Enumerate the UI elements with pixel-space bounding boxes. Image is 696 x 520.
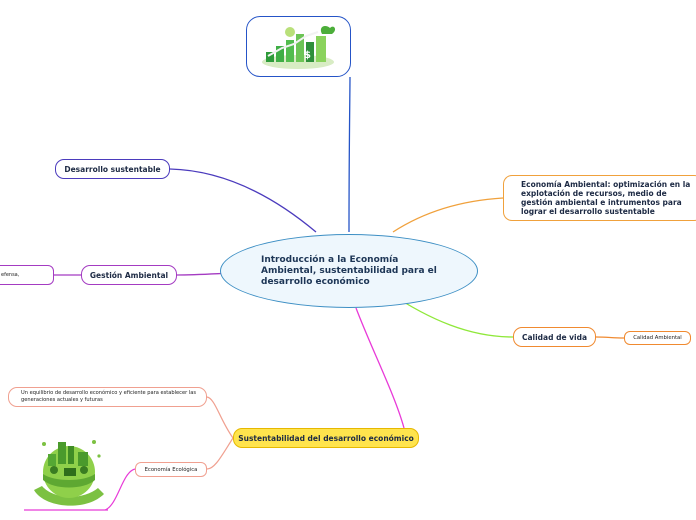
link-ecologica [206,437,234,470]
image-node[interactable]: $ [246,16,351,77]
link-eco-image [104,468,136,511]
node-economia-ecologica[interactable]: Economía Ecológica [135,462,207,477]
node-label: Calidad Ambiental [633,335,682,341]
svg-text:$: $ [304,50,311,61]
node-economia-ambiental[interactable]: Economía Ambiental: optimización en la e… [503,175,696,221]
eco-globe-image[interactable] [24,432,114,512]
node-label: Un equilibrio de desarrollo económico y … [21,390,197,403]
node-equilibrio[interactable]: Un equilibrio de desarrollo económico y … [8,387,207,407]
node-label: Calidad de vida [521,332,588,342]
node-calidad-ambiental[interactable]: Calidad Ambiental [624,331,691,345]
node-gestion-ambiental[interactable]: Gestión Ambiental [81,265,177,285]
node-calidad-de-vida[interactable]: Calidad de vida [513,327,596,347]
node-label: Sustentabilidad del desarrollo económico [238,433,414,443]
link-image [348,76,351,233]
green-economy-image: $ [261,25,335,69]
node-label: Economía Ecológica [144,466,198,473]
node-label: Economía Ambiental: optimización en la e… [521,180,691,216]
central-topic[interactable]: Introducción a la Economía Ambiental, su… [220,234,478,308]
link-equilibrio [206,396,234,439]
link-calidad-amb [595,336,625,339]
node-gestion-child[interactable]: efensa, [0,265,54,285]
node-desarrollo-sustentable[interactable]: Desarrollo sustentable [55,159,170,179]
node-label: efensa, [1,272,20,278]
link-economia [392,197,504,233]
node-sustentabilidad[interactable]: Sustentabilidad del desarrollo económico [233,428,419,448]
node-label: Gestión Ambiental [89,270,169,280]
central-topic-label: Introducción a la Economía Ambiental, su… [261,254,437,287]
node-label: Desarrollo sustentable [64,164,161,174]
link-sust [355,307,405,429]
link-desarrollo [169,168,317,233]
